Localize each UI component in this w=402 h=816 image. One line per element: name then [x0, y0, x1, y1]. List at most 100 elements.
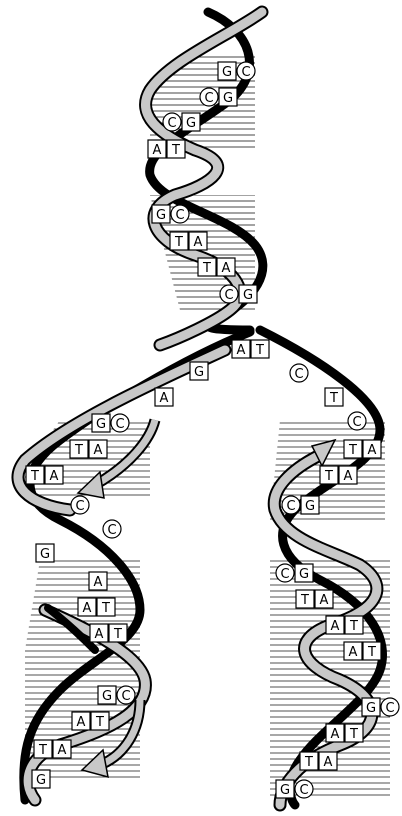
parent-pair-left-base: C — [163, 113, 181, 131]
base-letter: T — [300, 593, 309, 608]
base-letter: T — [95, 715, 104, 730]
base-letter: A — [324, 755, 333, 770]
right-pair-left-base: T — [320, 466, 338, 484]
left-pair-left-base: T — [26, 466, 44, 484]
parent-pair-left-base: G — [218, 62, 236, 80]
right-pair-right-base: G — [295, 564, 313, 582]
base-letter: C — [224, 288, 233, 303]
parent-pair-right-base: C — [171, 205, 189, 223]
base-letter: C — [107, 523, 116, 538]
right-pair-left-base: A — [326, 724, 344, 742]
parent-pair-right-base: A — [217, 258, 235, 276]
right-pair-left-base: T — [300, 752, 318, 770]
base-letter: G — [222, 65, 232, 80]
left-pair-right-base: T — [91, 712, 109, 730]
base-letter: A — [50, 469, 59, 484]
base-letter: A — [194, 235, 203, 250]
base-letter: A — [349, 645, 358, 660]
base-letter: T — [174, 235, 183, 250]
base-letter: C — [352, 415, 361, 430]
left-pair-right-base: T — [109, 624, 127, 642]
base-letter: C — [167, 116, 176, 131]
base-letter: T — [38, 743, 47, 758]
parent-pair-left-base: T — [198, 258, 216, 276]
base-letter: T — [202, 261, 211, 276]
right-pair-right-base: C — [295, 780, 313, 798]
fork-right-base: T — [325, 388, 343, 406]
base-letter: G — [223, 91, 233, 106]
parent-pair-right-base: A — [189, 232, 207, 250]
left-pair-right-base: T — [97, 598, 115, 616]
base-letter: A — [331, 619, 340, 634]
base-letter: A — [237, 343, 246, 358]
base-letter: A — [95, 627, 104, 642]
left-pair-left-base: A — [78, 598, 96, 616]
left-pair-left-base: A — [72, 712, 90, 730]
right-pair-left-base: C — [276, 564, 294, 582]
base-letter: T — [324, 469, 333, 484]
parent-pair-right-base: T — [251, 340, 269, 358]
base-letter: C — [299, 783, 308, 798]
base-letter: T — [171, 143, 180, 158]
base-letter: T — [304, 755, 313, 770]
base-letter: A — [153, 143, 162, 158]
left-pair-left-base: G — [32, 770, 50, 788]
parent-pair-left-base: T — [170, 232, 188, 250]
base-letter: A — [344, 469, 353, 484]
right-pair-right-base: T — [345, 616, 363, 634]
parent-pair-right-base: G — [239, 285, 257, 303]
base-letter: G — [366, 701, 376, 716]
base-letter: G — [299, 567, 309, 582]
right-pair-right-base: T — [363, 642, 381, 660]
left-pair-right-base: A — [89, 440, 107, 458]
base-letter: G — [186, 116, 196, 131]
base-letter: C — [286, 499, 295, 514]
base-letter: A — [94, 443, 103, 458]
left-pair-left-base: T — [70, 440, 88, 458]
right-pair-left-base: A — [326, 616, 344, 634]
parent-pair-left-base: C — [220, 285, 238, 303]
parent-pair-right-base: G — [182, 113, 200, 131]
base-letter: T — [30, 469, 39, 484]
right-pair-right-base: T — [345, 724, 363, 742]
base-letter: G — [36, 773, 46, 788]
base-letter: A — [331, 727, 340, 742]
base-letter: A — [83, 601, 92, 616]
parent-pair-right-base: G — [219, 88, 237, 106]
base-letter: A — [320, 593, 329, 608]
left-pair-right-base: C — [117, 686, 135, 704]
left-pair-left-base: G — [36, 544, 54, 562]
base-letter: G — [194, 365, 204, 380]
right-pair-left-base: T — [296, 590, 314, 608]
base-letter: T — [367, 645, 376, 660]
base-letter: T — [113, 627, 122, 642]
base-letter: C — [204, 91, 213, 106]
right-pair-left-base: T — [344, 440, 362, 458]
fork-right-base: C — [290, 364, 308, 382]
base-letter: T — [255, 343, 264, 358]
fork-right-base: C — [348, 412, 366, 430]
left-pair-right-base: C — [71, 496, 89, 514]
left-pair-left-base: A — [90, 624, 108, 642]
base-letter: C — [175, 208, 184, 223]
fork-left-base: A — [155, 388, 173, 406]
base-letter: C — [115, 417, 124, 432]
parent-pair-right-base: T — [167, 140, 185, 158]
base-letter: C — [241, 65, 250, 80]
base-letter: G — [40, 547, 50, 562]
right-pair-right-base: A — [363, 440, 381, 458]
right-pair-left-base: C — [282, 496, 300, 514]
base-letter: A — [160, 391, 169, 406]
base-letter: T — [348, 443, 357, 458]
base-letter: A — [222, 261, 231, 276]
right-pair-right-base: G — [301, 496, 319, 514]
base-letter: G — [243, 288, 253, 303]
base-letter: G — [96, 417, 106, 432]
left-pair-left-base: G — [92, 414, 110, 432]
base-letter: A — [77, 715, 86, 730]
base-letter: T — [329, 391, 338, 406]
right-pair-right-base: C — [381, 698, 399, 716]
base-letter: A — [58, 743, 67, 758]
base-letter: T — [74, 443, 83, 458]
